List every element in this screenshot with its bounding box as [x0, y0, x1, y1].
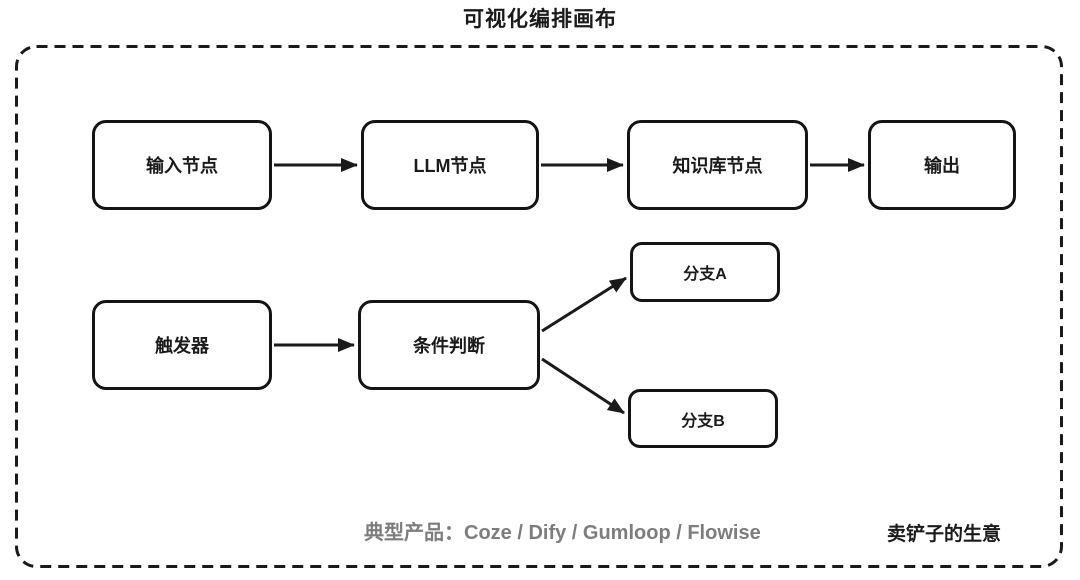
node-label: 分支A	[683, 266, 727, 283]
node-label: 条件判断	[413, 336, 485, 356]
typical-products-text: 典型产品：Coze / Dify / Gumloop / Flowise	[364, 522, 761, 544]
node-knowledge-base: 知识库节点	[627, 120, 808, 210]
node-trigger: 触发器	[92, 300, 272, 390]
edge-condition-branch-b	[541, 357, 625, 415]
node-branch-b: 分支B	[628, 389, 778, 448]
node-label: 输入节点	[146, 156, 218, 176]
edge-condition-branch-a	[541, 276, 627, 333]
node-output: 输出	[868, 120, 1016, 210]
page-title: 可视化编排画布	[463, 8, 617, 31]
sell-shovels-note: 卖铲子的生意	[887, 524, 1002, 545]
node-label: LLM节点	[413, 156, 487, 176]
node-label: 知识库节点	[672, 156, 763, 176]
node-label: 输出	[924, 156, 960, 176]
node-llm: LLM节点	[361, 120, 539, 210]
node-label: 触发器	[155, 336, 209, 356]
node-condition: 条件判断	[358, 300, 540, 390]
node-input: 输入节点	[92, 120, 272, 210]
node-branch-a: 分支A	[630, 242, 780, 302]
node-label: 分支B	[681, 412, 725, 430]
